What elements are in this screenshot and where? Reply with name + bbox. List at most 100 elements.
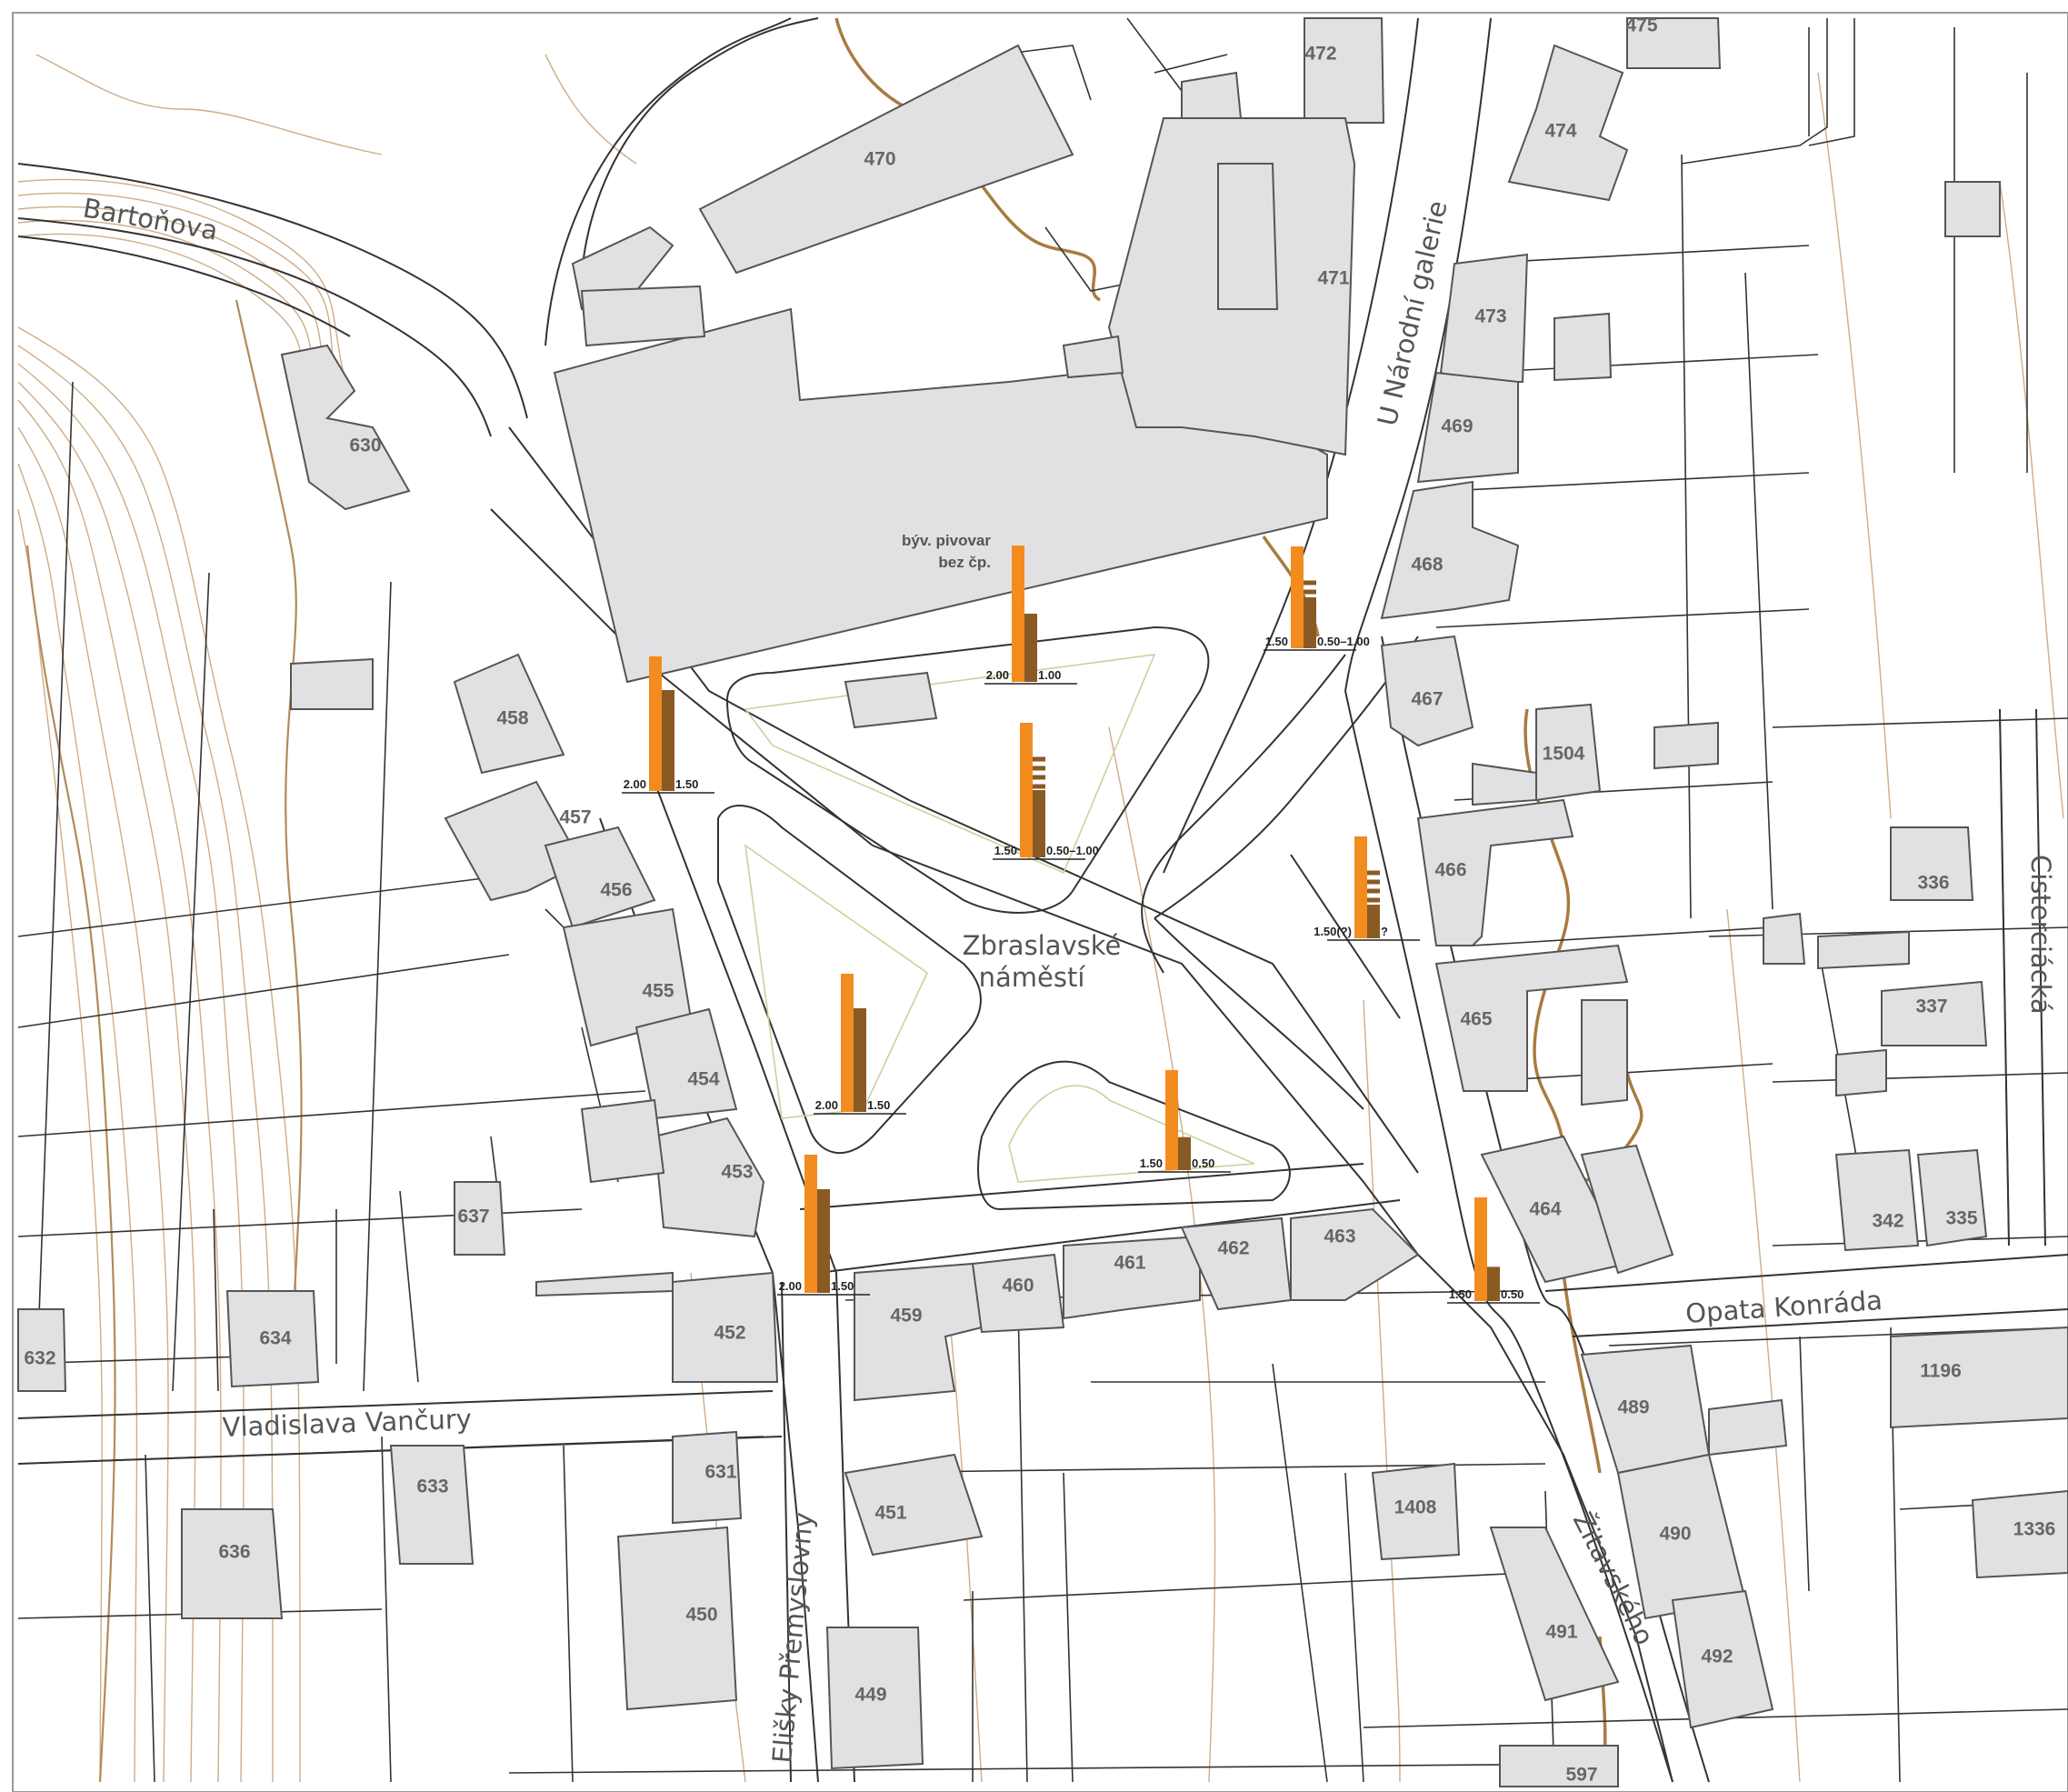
building-number: 460 [1002,1276,1034,1296]
building-number: 455 [642,981,674,1002]
marker-m7: 1.50 0.50 [1138,1070,1231,1173]
parcel-lines [17,17,2068,1783]
building-number: 475 [1625,15,1657,36]
building-number: 471 [1317,268,1349,289]
marker-bar-short [1033,790,1045,857]
brewery-label: býv. pivovar bez čp. [902,532,991,571]
marker-m5: 1.50(?)? [1314,836,1420,941]
building-number: 449 [854,1685,886,1706]
map-frame [12,12,2068,1792]
marker-m9: 1.50 0.50 [1447,1197,1540,1304]
square-label-line1: Zbraslavské [963,930,1122,961]
building-number: 469 [1441,416,1473,437]
brewery-label-line1: býv. pivovar [902,532,991,549]
building-number: 453 [721,1162,753,1183]
marker-left-value: 1.50 [994,844,1017,857]
building-number: 336 [1917,873,1949,894]
building-number: 1504 [1543,744,1585,765]
street-label-elisky-premyslovny: Elišky Přemyslovny [766,1511,819,1765]
building-number: 472 [1304,44,1336,65]
marker-m1: 2.00 1.50 [622,656,714,794]
building-number: 632 [24,1348,55,1369]
marker-left-value: 2.00 [779,1279,802,1293]
building-number: 492 [1701,1647,1733,1667]
marker-bar-short [817,1189,830,1293]
building-number: 451 [874,1503,906,1524]
marker-right-value: 1.00 [1038,668,1061,682]
marker-bar-short [662,690,674,791]
marker-left-value: 1.50(?) [1314,925,1352,938]
marker-bar-short [1024,614,1037,682]
contour-lines [17,54,2064,1783]
building-number: 454 [687,1069,719,1090]
marker-bar-tall [1020,723,1033,857]
marker-left-value: 1.50 [1449,1287,1472,1301]
marker-bar-short [1487,1266,1500,1301]
building-number: 459 [890,1306,922,1326]
marker-right-value: 0.50 [1192,1156,1214,1170]
marker-left-value: 1.50 [1140,1156,1163,1170]
building-number: 634 [259,1328,291,1349]
building-number: 637 [457,1206,489,1227]
building-number: 491 [1545,1622,1577,1643]
marker-right-value: 1.50 [831,1279,854,1293]
marker-bar-tall [1474,1197,1487,1301]
street-label-cisterciacka: Cisterciácká [2025,855,2056,1015]
building-number: 1196 [1920,1361,1962,1382]
marker-m3: 1.50 0.50–1.00 [993,723,1099,860]
marker-bar-tall [1291,546,1304,648]
marker-bar-tall [804,1155,817,1293]
building-number: 490 [1659,1524,1691,1545]
building-number: 468 [1411,555,1443,576]
building-numbers: 475 472 474 470 471 473 469 468 467 1504… [24,15,2055,1786]
building-number: 467 [1411,689,1443,710]
marker-m6: 2.00 1.50 [814,974,906,1115]
street-label-bartonova: Bartoňova [81,192,220,245]
building-number: 636 [218,1542,250,1563]
square-label: Zbraslavské náměstí [963,930,1122,993]
marker-left-value: 2.00 [624,777,646,791]
building-number: 457 [559,807,591,828]
building-number: 337 [1915,996,1947,1017]
building-number: 597 [1565,1765,1597,1786]
roads [17,17,2068,1783]
building-number: 461 [1114,1253,1145,1274]
building-number: 630 [349,435,381,456]
marker-right-value: 1.50 [675,777,698,791]
building-number: 465 [1460,1009,1492,1030]
brewery-label-line2: bez čp. [938,554,991,571]
building-number: 1336 [2013,1519,2056,1540]
building-number: 470 [864,149,895,170]
building-number: 466 [1434,860,1466,881]
building-number: 458 [496,708,528,729]
marker-bar-short [1304,597,1316,648]
marker-right-value: 0.50–1.00 [1046,844,1099,857]
marker-bar-short [1178,1136,1191,1170]
marker-bar-short [1367,905,1380,938]
marker-bar-tall [1354,836,1367,938]
green-areas [717,626,1401,1211]
marker-m2: 2.00 1.00 [984,546,1077,685]
building-number: 464 [1529,1199,1561,1220]
building-number: 452 [714,1323,745,1344]
building-number: 633 [416,1477,448,1497]
marker-m8: 2.00 1.50 [777,1155,870,1296]
building-number: 631 [704,1462,736,1483]
building-number: 335 [1945,1208,1977,1229]
building-number: 456 [600,880,632,901]
building-number: 462 [1217,1238,1249,1259]
street-label-opata-konrada: Opata Konráda [1684,1285,1883,1329]
marker-right-value: 1.50 [867,1098,890,1112]
building-number: 474 [1544,121,1576,142]
building-number: 1408 [1394,1497,1437,1518]
marker-left-value: 2.00 [986,668,1009,682]
building-number: 489 [1617,1397,1649,1418]
marker-right-value: 0.50 [1501,1287,1524,1301]
marker-bar-tall [1012,546,1024,682]
marker-bar-tall [1165,1070,1178,1170]
marker-left-value: 2.00 [815,1098,838,1112]
